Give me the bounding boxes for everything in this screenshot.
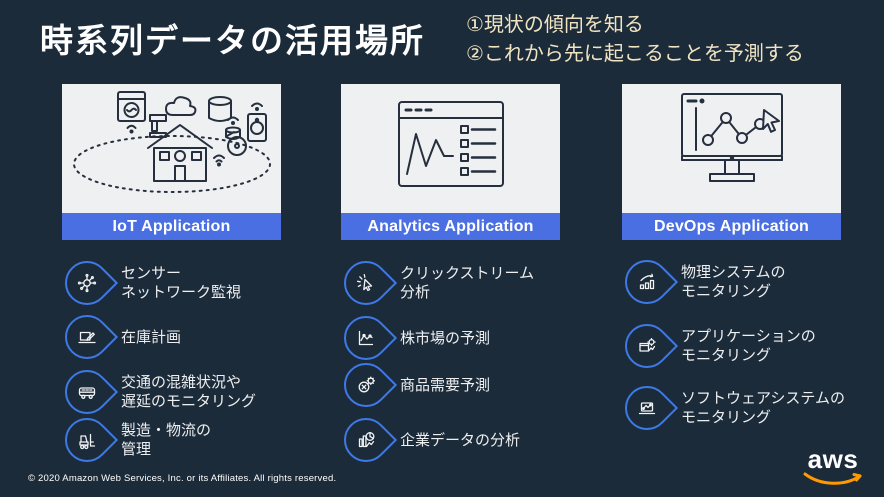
item-line: 在庫計画 — [121, 328, 182, 346]
item-line: 交通の混雑状況や — [121, 374, 242, 391]
aws-smile-icon — [803, 472, 862, 485]
card-devops: DevOps Application — [622, 84, 841, 240]
list-item-traffic-monitoring: 交通の混雑状況や 遅延のモニタリング — [55, 360, 256, 424]
aws-logo: aws — [800, 444, 866, 492]
list-item-label: 企業データの分析 — [400, 431, 520, 450]
card-iot: IoT Application — [62, 84, 281, 240]
software-system-icon — [615, 376, 679, 440]
list-item-label: ソフトウェアシステムの モニタリング — [681, 389, 845, 427]
goal-line-2: ②これから先に起こることを予測する — [466, 43, 804, 65]
inventory-planning-icon — [55, 305, 119, 369]
list-item-software-system: ソフトウェアシステムの モニタリング — [615, 376, 845, 440]
list-item-label: クリックストリーム 分析 — [400, 264, 534, 302]
aws-logo-text: aws — [807, 444, 859, 474]
card-header-devops: DevOps Application — [622, 213, 841, 240]
item-line: モニタリング — [681, 347, 772, 364]
item-line: モニタリング — [681, 283, 772, 300]
list-item-manufacturing-logistics: 製造・物流の 管理 — [55, 408, 211, 472]
devops-monitor-illustration — [622, 84, 841, 213]
list-item-enterprise-data: 企業データの分析 — [334, 408, 520, 472]
item-line: 分析 — [400, 284, 431, 301]
page-title: 時系列データの活用場所 — [40, 22, 425, 59]
list-item-label: 交通の混雑状況や 遅延のモニタリング — [121, 373, 256, 411]
sensor-network-icon — [55, 251, 119, 315]
application-monitoring-icon — [615, 314, 679, 378]
item-line: アプリケーションの — [681, 328, 816, 345]
item-line: 製造・物流の — [121, 422, 212, 439]
forklift-icon — [55, 408, 119, 472]
analytics-browser-illustration — [341, 84, 560, 213]
item-line: 株市場の予測 — [400, 329, 491, 347]
list-item-label: 物理システムの モニタリング — [681, 263, 786, 301]
list-item-application-monitoring: アプリケーションの モニタリング — [615, 314, 816, 378]
list-item-label: アプリケーションの モニタリング — [681, 327, 816, 365]
item-line: 物理システムの — [681, 264, 786, 281]
card-header-analytics: Analytics Application — [341, 213, 560, 240]
list-item-label: 株市場の予測 — [400, 329, 490, 348]
list-item-clickstream: クリックストリーム 分析 — [334, 251, 534, 315]
iot-smart-home-illustration — [62, 84, 281, 213]
list-item-stock-forecast: 株市場の予測 — [334, 306, 490, 370]
list-item-label: 在庫計画 — [121, 328, 181, 347]
item-line: モニタリング — [681, 409, 772, 426]
list-item-inventory-planning: 在庫計画 — [55, 305, 181, 369]
list-item-demand-forecast: 商品需要予測 — [334, 353, 490, 417]
item-line: ネットワーク監視 — [121, 284, 242, 301]
item-line: 商品需要予測 — [400, 376, 491, 394]
goals-text: ①現状の傾向を知る ②これから先に起こることを予測する — [466, 11, 876, 69]
list-item-sensor-network: センサー ネットワーク監視 — [55, 251, 241, 315]
list-item-label: センサー ネットワーク監視 — [121, 264, 241, 302]
clickstream-icon — [334, 251, 398, 315]
enterprise-data-icon — [334, 408, 398, 472]
item-line: 遅延のモニタリング — [121, 393, 257, 410]
item-line: センサー — [121, 265, 182, 282]
item-line: 企業データの分析 — [400, 431, 521, 449]
physical-system-icon — [615, 250, 679, 314]
list-item-label: 商品需要予測 — [400, 376, 490, 395]
stock-chart-icon — [334, 306, 398, 370]
list-item-physical-system: 物理システムの モニタリング — [615, 250, 786, 314]
goal-line-1: ①現状の傾向を知る — [466, 14, 644, 36]
item-line: 管理 — [121, 441, 152, 458]
demand-forecast-icon — [334, 353, 398, 417]
traffic-monitoring-icon — [55, 360, 119, 424]
card-header-iot: IoT Application — [62, 213, 281, 240]
item-line: クリックストリーム — [400, 265, 535, 282]
card-analytics: Analytics Application — [341, 84, 560, 240]
list-item-label: 製造・物流の 管理 — [121, 421, 211, 459]
item-line: ソフトウェアシステムの — [681, 390, 845, 407]
copyright-text: © 2020 Amazon Web Services, Inc. or its … — [28, 473, 337, 484]
